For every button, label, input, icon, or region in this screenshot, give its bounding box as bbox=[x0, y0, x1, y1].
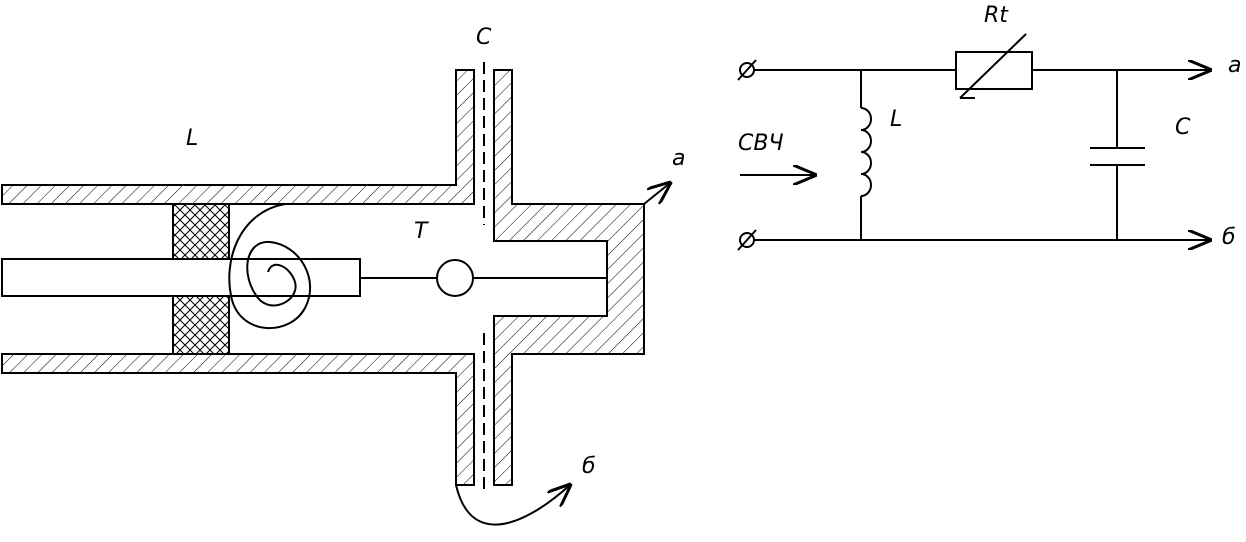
label-R: Rt bbox=[984, 3, 1009, 28]
terminal-top-slash bbox=[737, 59, 757, 81]
label-L-left: L bbox=[186, 126, 198, 151]
label-L-right: L bbox=[890, 107, 902, 132]
outer-wall-top bbox=[1, 69, 475, 205]
label-input: СВЧ bbox=[738, 131, 784, 156]
output-arrow-b bbox=[455, 485, 570, 526]
outer-wall-bottom bbox=[1, 353, 475, 486]
label-T: T bbox=[414, 219, 429, 244]
label-a-left: a bbox=[672, 146, 685, 171]
equivalent-circuit: Rt L C СВЧ a б bbox=[737, 3, 1241, 251]
dielectric-bead-bottom bbox=[172, 295, 230, 355]
label-a-right: a bbox=[1228, 53, 1241, 78]
thermistor-slash bbox=[959, 33, 1027, 99]
dielectric-bead-top bbox=[172, 203, 230, 260]
label-C-right: C bbox=[1175, 115, 1191, 140]
label-b-right: б bbox=[1222, 225, 1236, 250]
inductance-spiral bbox=[228, 203, 311, 330]
label-b-left: б bbox=[582, 454, 596, 479]
inductor-coil bbox=[860, 107, 872, 197]
terminal-bottom-slash bbox=[737, 229, 757, 251]
coax-mount: L C T a б bbox=[1, 25, 685, 526]
thermistor-resistor bbox=[955, 51, 1033, 90]
output-arrow-a bbox=[643, 183, 670, 205]
thermistor-bead bbox=[436, 259, 474, 297]
inner-conductor bbox=[1, 258, 361, 297]
cavity-block bbox=[493, 69, 645, 486]
label-C-left: C bbox=[476, 25, 492, 50]
